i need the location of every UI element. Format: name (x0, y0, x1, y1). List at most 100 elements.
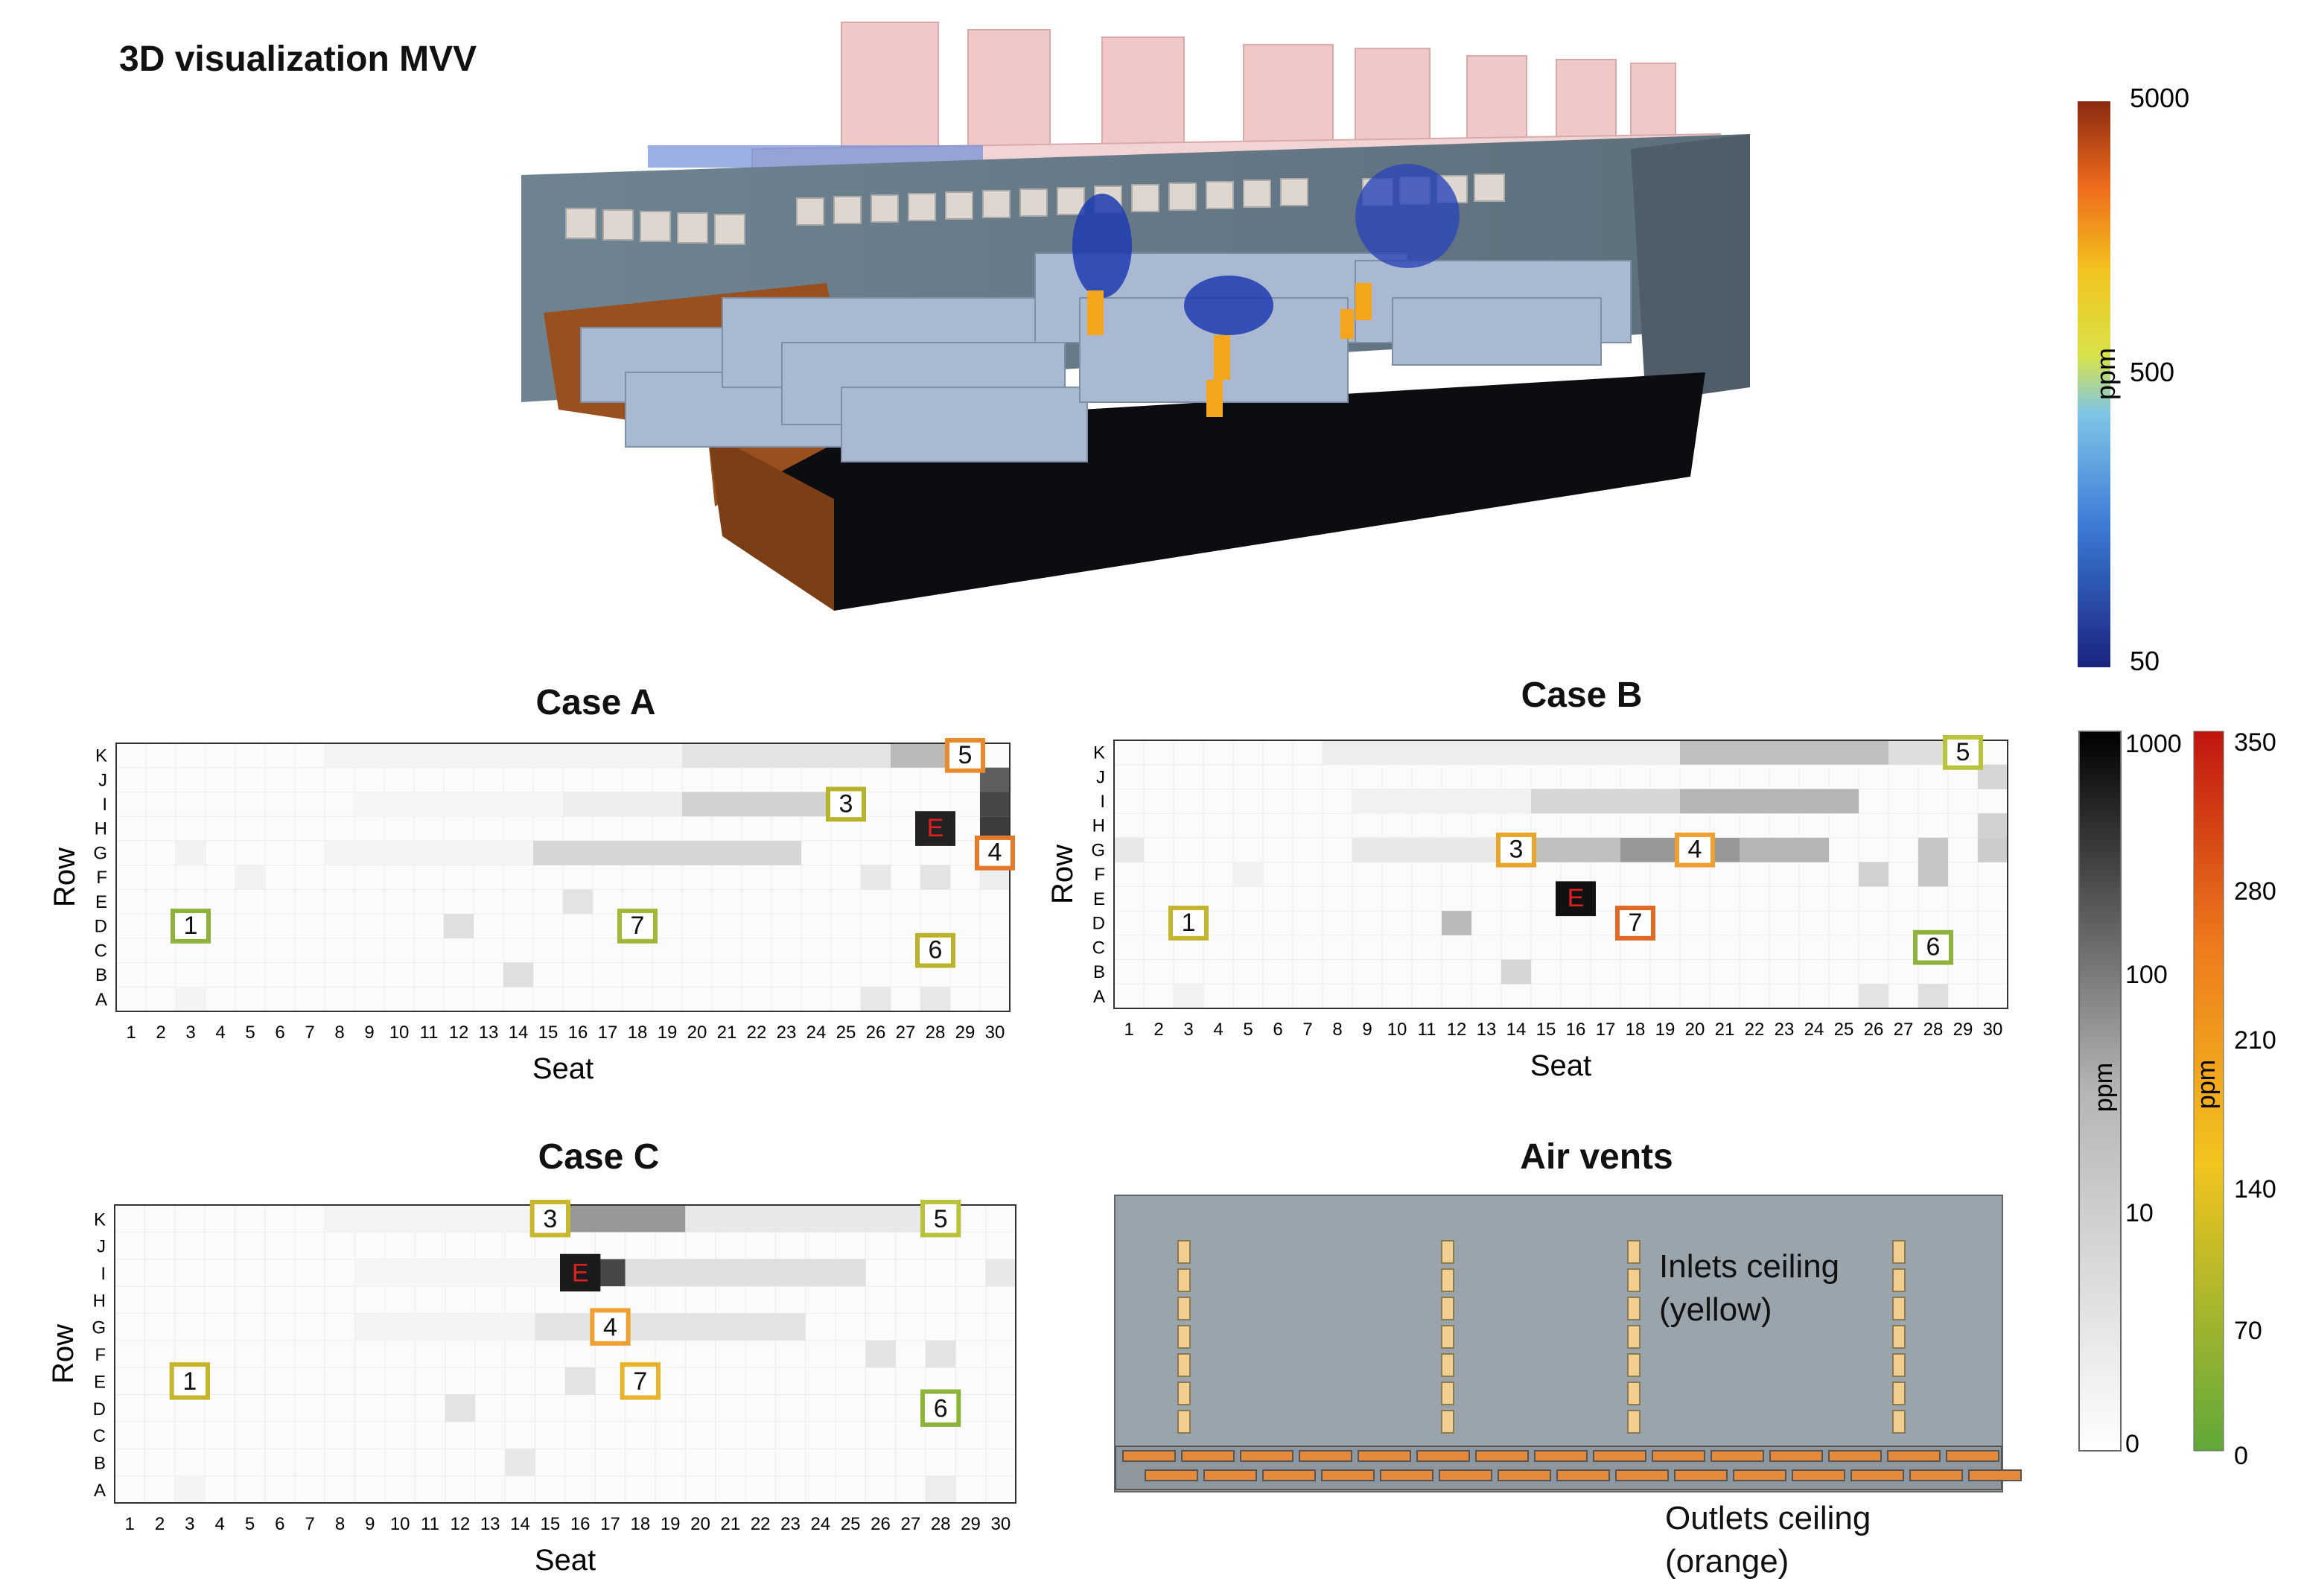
occupant-marker: 7 (620, 1362, 661, 1400)
occupant-marker: 1 (1168, 906, 1209, 941)
marker-label: 1 (182, 1367, 197, 1396)
gray-tick-0: 0 (2125, 1430, 2139, 1458)
heatmap-cell (920, 865, 950, 890)
inlet-vent (1441, 1268, 1454, 1292)
occupant-marker: 5 (920, 1200, 961, 1238)
inlet-vent (1627, 1410, 1641, 1434)
marker-box (171, 909, 211, 944)
heatmap-cell (563, 792, 682, 817)
seat-tick-label: 21 (1715, 1020, 1735, 1040)
seat-tick-label: 10 (1387, 1020, 1407, 1040)
stage-front (707, 432, 834, 611)
occupant-marker: E (1556, 881, 1596, 917)
x-axis-label: Seat (535, 1544, 596, 1577)
seat-tick-label: 29 (961, 1514, 981, 1534)
heat-tick-210: 210 (2234, 1026, 2276, 1055)
seat-tick-label: 20 (687, 1023, 707, 1043)
heatmap-cell (505, 1449, 535, 1476)
marker-label: 3 (1509, 836, 1524, 864)
seat-tick-label: 18 (1626, 1020, 1646, 1040)
marker-box (1615, 906, 1655, 941)
row-tick-label: E (95, 892, 107, 912)
row-tick-label: I (1100, 792, 1105, 812)
row-tick-label: K (95, 746, 107, 766)
seat-tick-label: 7 (305, 1023, 314, 1043)
marker-label: 4 (1688, 836, 1702, 864)
inlet-vent (1441, 1325, 1454, 1349)
row-tick-label: J (97, 1237, 106, 1257)
marker-box (975, 835, 1015, 871)
seat-tick-label: 1 (1124, 1020, 1133, 1040)
inlet-vent (1627, 1353, 1641, 1377)
seat-tick-label: 4 (1213, 1020, 1223, 1040)
heatmap-cell (325, 1205, 565, 1233)
x-axis-label: Seat (532, 1052, 593, 1085)
heatmap-cell (325, 743, 682, 768)
occupant-marker: 7 (1615, 906, 1655, 941)
heatmap-cell (445, 1394, 475, 1422)
heatmap-cell (865, 1340, 896, 1368)
outlet-vent (1593, 1450, 1646, 1462)
case-c-title: Case C (538, 1137, 660, 1177)
heatmap-cell (176, 840, 206, 865)
seat-tick-label: 11 (1418, 1020, 1436, 1040)
seat-tick-label: 14 (509, 1023, 529, 1043)
theater-3d-scene (521, 22, 1750, 611)
outlet-vent (1909, 1469, 1963, 1481)
seat-tick-label: 14 (1506, 1020, 1527, 1040)
seat-tick-label: 25 (841, 1514, 861, 1534)
seat-tick-label: 1 (124, 1514, 134, 1534)
heatmap-frame (1113, 740, 2008, 1009)
heatmap-cell (1233, 862, 1263, 887)
marker-box (1913, 929, 1953, 965)
marker-label: E (927, 814, 944, 842)
seat-tick-label: 2 (155, 1514, 165, 1534)
row-tick-label: H (95, 819, 107, 839)
seat-tick-label: 13 (479, 1023, 499, 1043)
inlet-vent (1627, 1325, 1641, 1349)
outlet-vent (1321, 1469, 1375, 1481)
marker-label: 7 (633, 1367, 647, 1396)
seat-tick-label: 10 (389, 1023, 410, 1043)
heat-tick-280: 280 (2234, 877, 2276, 906)
heatmap-cell (176, 987, 206, 1011)
outlet-vent (1534, 1450, 1588, 1462)
seat-tick-label: 8 (1332, 1020, 1342, 1040)
outlet-vent (1380, 1469, 1433, 1481)
seat-tick-label: 26 (866, 1023, 886, 1043)
seat-tick-label: 10 (390, 1514, 410, 1534)
seat-tick-label: 7 (1302, 1020, 1312, 1040)
colorbar-top-tick-min: 50 (2130, 646, 2160, 676)
row-tick-label: F (96, 868, 107, 888)
heatmap-cell (565, 1367, 596, 1395)
row-tick-label: E (1093, 889, 1105, 909)
seat-tick-label: 22 (1745, 1020, 1765, 1040)
seat-tick-label: 5 (245, 1514, 255, 1534)
marker-box (1168, 906, 1209, 941)
seat-tick-label: 27 (896, 1023, 916, 1043)
seat-tick-label: 23 (777, 1023, 797, 1043)
inlets-label: Inlets ceiling (yellow) (1659, 1245, 1839, 1332)
seat-tick-label: 19 (658, 1023, 678, 1043)
row-tick-label: A (1093, 987, 1105, 1007)
outlet-vent (1262, 1469, 1316, 1481)
heatmap-cell (1501, 959, 1531, 985)
heatmap-cell (685, 1205, 926, 1233)
seat-tick-label: 9 (1362, 1020, 1372, 1040)
marker-box (945, 738, 985, 773)
outlet-vent (1299, 1450, 1352, 1462)
seat-tick-label: 16 (1566, 1020, 1586, 1040)
inlet-vents (1177, 1240, 1906, 1434)
inlet-vent (1892, 1297, 1906, 1320)
marker-box (1943, 735, 1983, 770)
seat-tick-label: 7 (305, 1514, 314, 1534)
occupant-marker: 1 (169, 1362, 211, 1400)
seat-tick-label: 12 (450, 1514, 470, 1534)
seat-tick-label: 17 (600, 1514, 620, 1534)
heatmap-cell (1859, 984, 1888, 1008)
outlet-vent (1475, 1450, 1529, 1462)
marker-label: 3 (543, 1205, 557, 1233)
heatmap-cell (1918, 837, 1948, 862)
